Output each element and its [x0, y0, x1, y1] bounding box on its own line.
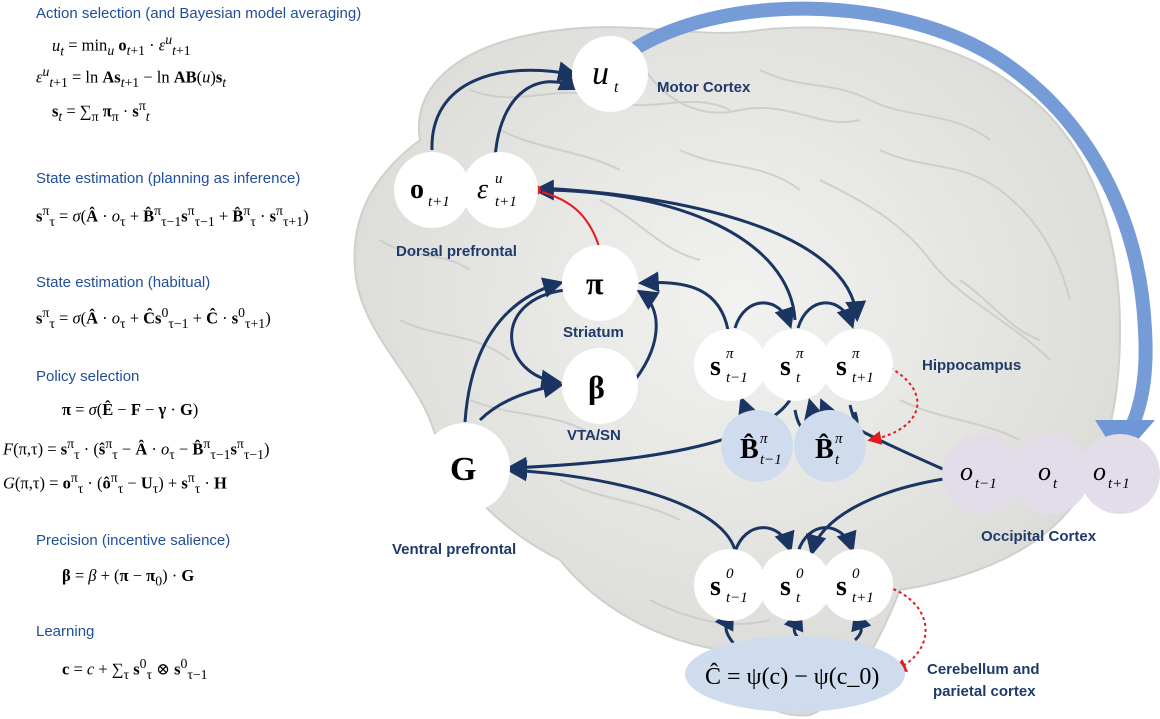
obs-node-t-plus-1	[1080, 434, 1160, 514]
svg-text:o: o	[410, 174, 424, 205]
section-title-learning: Learning	[36, 623, 95, 640]
label-ventral-prefrontal: Ventral prefrontal	[392, 541, 516, 558]
eq-policy-pi: π = σ(Ê − F − γ · G)	[62, 400, 199, 419]
svg-text:0: 0	[796, 566, 804, 582]
svg-text:s: s	[836, 351, 847, 382]
svg-text:t−1: t−1	[726, 590, 748, 606]
label-striatum: Striatum	[563, 324, 624, 341]
c-node-label: Ĉ = ψ(c) − ψ(c_0)	[705, 663, 879, 690]
equations-panel: Action selection (and Bayesian model ave…	[0, 0, 361, 719]
label-motor-cortex: Motor Cortex	[657, 79, 751, 96]
svg-text:o: o	[1093, 457, 1106, 486]
svg-text:t: t	[835, 452, 840, 468]
svg-text:t−1: t−1	[975, 476, 997, 492]
svg-text:π: π	[796, 346, 804, 362]
eq-precision: β = β + (π − π0) · G	[62, 566, 195, 589]
label-vta-sn: VTA/SN	[567, 427, 621, 444]
svg-text:β: β	[588, 369, 605, 405]
label-occipital-cortex: Occipital Cortex	[981, 528, 1097, 545]
svg-text:B̂: B̂	[815, 434, 834, 465]
svg-text:t: t	[1053, 476, 1058, 492]
observation-nodes: o t−1 o t o t+1	[942, 434, 1160, 514]
section-title-planning: State estimation (planning as inference)	[36, 170, 301, 187]
node-G	[420, 423, 510, 513]
b-node-t-minus-1	[721, 410, 793, 482]
section-title-action-selection: Action selection (and Bayesian model ave…	[36, 5, 362, 22]
svg-text:t: t	[614, 79, 619, 96]
node-u	[572, 36, 648, 112]
node-eps	[462, 152, 538, 228]
label-hippocampus: Hippocampus	[922, 357, 1021, 374]
eq-policy-F: F(π,τ) = sπτ · (ŝπτ − Â · oτ − B̂πτ−1sπτ…	[3, 436, 270, 462]
eq-policy-G: G(π,τ) = oπτ · (ôπτ − Uτ) + sπτ · H	[3, 470, 227, 496]
region-labels: Motor Cortex Dorsal prefrontal Striatum …	[392, 79, 1097, 700]
svg-text:t: t	[796, 590, 801, 606]
label-cerebellum-2: parietal cortex	[933, 683, 1036, 700]
connection-arrows	[430, 61, 951, 646]
label-dorsal-prefrontal: Dorsal prefrontal	[396, 243, 517, 260]
svg-text:t−1: t−1	[726, 370, 748, 386]
node-s0-t	[759, 549, 831, 621]
svg-text:π: π	[835, 431, 843, 447]
svg-text:π: π	[726, 346, 734, 362]
svg-text:π: π	[586, 265, 604, 301]
svg-text:o: o	[960, 457, 973, 486]
obs-node-t	[1010, 434, 1090, 514]
svg-text:0: 0	[726, 566, 734, 582]
svg-text:ε: ε	[477, 174, 488, 205]
node-s-pi-t-plus-1	[821, 329, 893, 401]
node-beta	[562, 348, 638, 424]
b-node-t	[794, 410, 866, 482]
obs-node-t-minus-1	[942, 434, 1022, 514]
eq-action-u: ut = minu ot+1 · εut+1	[52, 32, 191, 58]
section-title-policy: Policy selection	[36, 368, 140, 385]
eq-habitual: sπτ = σ(Â · oτ + Ĉs0τ−1 + Ĉ · s0τ+1)	[36, 305, 271, 331]
svg-text:t+1: t+1	[495, 194, 517, 210]
section-title-precision: Precision (incentive salience)	[36, 532, 231, 549]
node-pi	[562, 245, 638, 321]
label-cerebellum-1: Cerebellum and	[927, 661, 1040, 678]
node-s-pi-t	[759, 329, 831, 401]
svg-text:u: u	[495, 171, 503, 187]
eq-action-s: st = ∑π ππ · sπt	[52, 98, 150, 124]
svg-text:s: s	[710, 571, 721, 602]
eq-planning: sπτ = σ(Â · oτ + B̂πτ−1sπτ−1 + B̂πτ · sπ…	[36, 203, 309, 229]
svg-text:t+1: t+1	[852, 590, 874, 606]
node-s-pi-t-minus-1	[694, 329, 766, 401]
node-s0-t-plus-1	[821, 549, 893, 621]
svg-text:π: π	[760, 431, 768, 447]
svg-text:G: G	[450, 451, 476, 488]
svg-text:0: 0	[852, 566, 860, 582]
svg-text:s: s	[780, 571, 791, 602]
svg-text:u: u	[592, 55, 609, 92]
svg-text:t: t	[796, 370, 801, 386]
svg-text:s: s	[780, 351, 791, 382]
svg-text:B̂: B̂	[740, 434, 759, 465]
svg-text:s: s	[710, 351, 721, 382]
svg-text:t+1: t+1	[428, 194, 450, 210]
b-nodes: B̂ π t−1 B̂ π t	[721, 410, 866, 482]
section-title-habitual: State estimation (habitual)	[36, 274, 211, 291]
eq-action-eps: εut+1 = ln Ast+1 − ln AB(u)st	[36, 64, 227, 90]
c-node: Ĉ = ψ(c) − ψ(c_0)	[685, 636, 905, 712]
svg-text:t−1: t−1	[760, 452, 782, 468]
svg-text:s: s	[836, 571, 847, 602]
node-o	[394, 152, 470, 228]
svg-text:o: o	[1038, 457, 1051, 486]
svg-text:π: π	[852, 346, 860, 362]
node-s0-t-minus-1	[694, 549, 766, 621]
svg-text:t+1: t+1	[852, 370, 874, 386]
eq-learning: c = c + ∑τ s0τ ⊗ s0τ−1	[62, 656, 208, 682]
svg-text:t+1: t+1	[1108, 476, 1130, 492]
white-nodes: u t o t+1 ε u t+1 π β G s π t−1 s π t s …	[394, 36, 893, 621]
